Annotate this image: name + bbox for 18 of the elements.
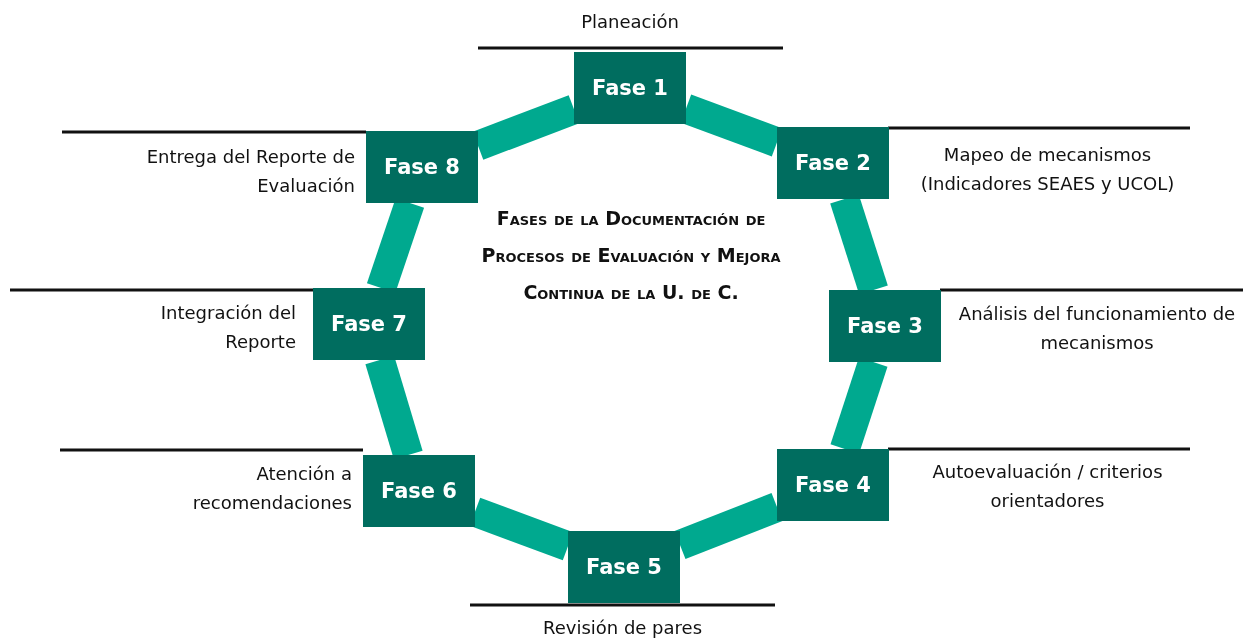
phase-description: Mapeo de mecanismos (Indicadores SEAES y UCOL) bbox=[920, 143, 1175, 196]
phase-box: Fase 1 bbox=[574, 52, 686, 124]
diagram-title: Fases de la Documentación de Procesos de Evaluación y Mejora Continua de la U. de C. bbox=[480, 206, 782, 306]
phase-box: Fase 8 bbox=[366, 131, 478, 203]
phase-description: Planeación bbox=[580, 10, 680, 34]
phase-description: Análisis del funcionamiento de mecanismos bbox=[957, 302, 1237, 355]
phase-description: Atención a recomendaciones bbox=[191, 462, 352, 515]
phase-box: Fase 6 bbox=[363, 455, 475, 527]
phase-description: Entrega del Reporte de Evaluación bbox=[145, 145, 355, 198]
phase-description: Revisión de pares bbox=[541, 616, 704, 640]
phase-box: Fase 3 bbox=[829, 290, 941, 362]
connector-band bbox=[674, 493, 783, 559]
phase-box: Fase 4 bbox=[777, 449, 889, 521]
phase-box: Fase 7 bbox=[313, 288, 425, 360]
phase-box: Fase 5 bbox=[568, 531, 680, 603]
phase-description: Integración del Reporte bbox=[159, 301, 296, 354]
phase-description: Autoevaluación / criterios orientadores bbox=[931, 460, 1164, 513]
phase-box: Fase 2 bbox=[777, 127, 889, 199]
